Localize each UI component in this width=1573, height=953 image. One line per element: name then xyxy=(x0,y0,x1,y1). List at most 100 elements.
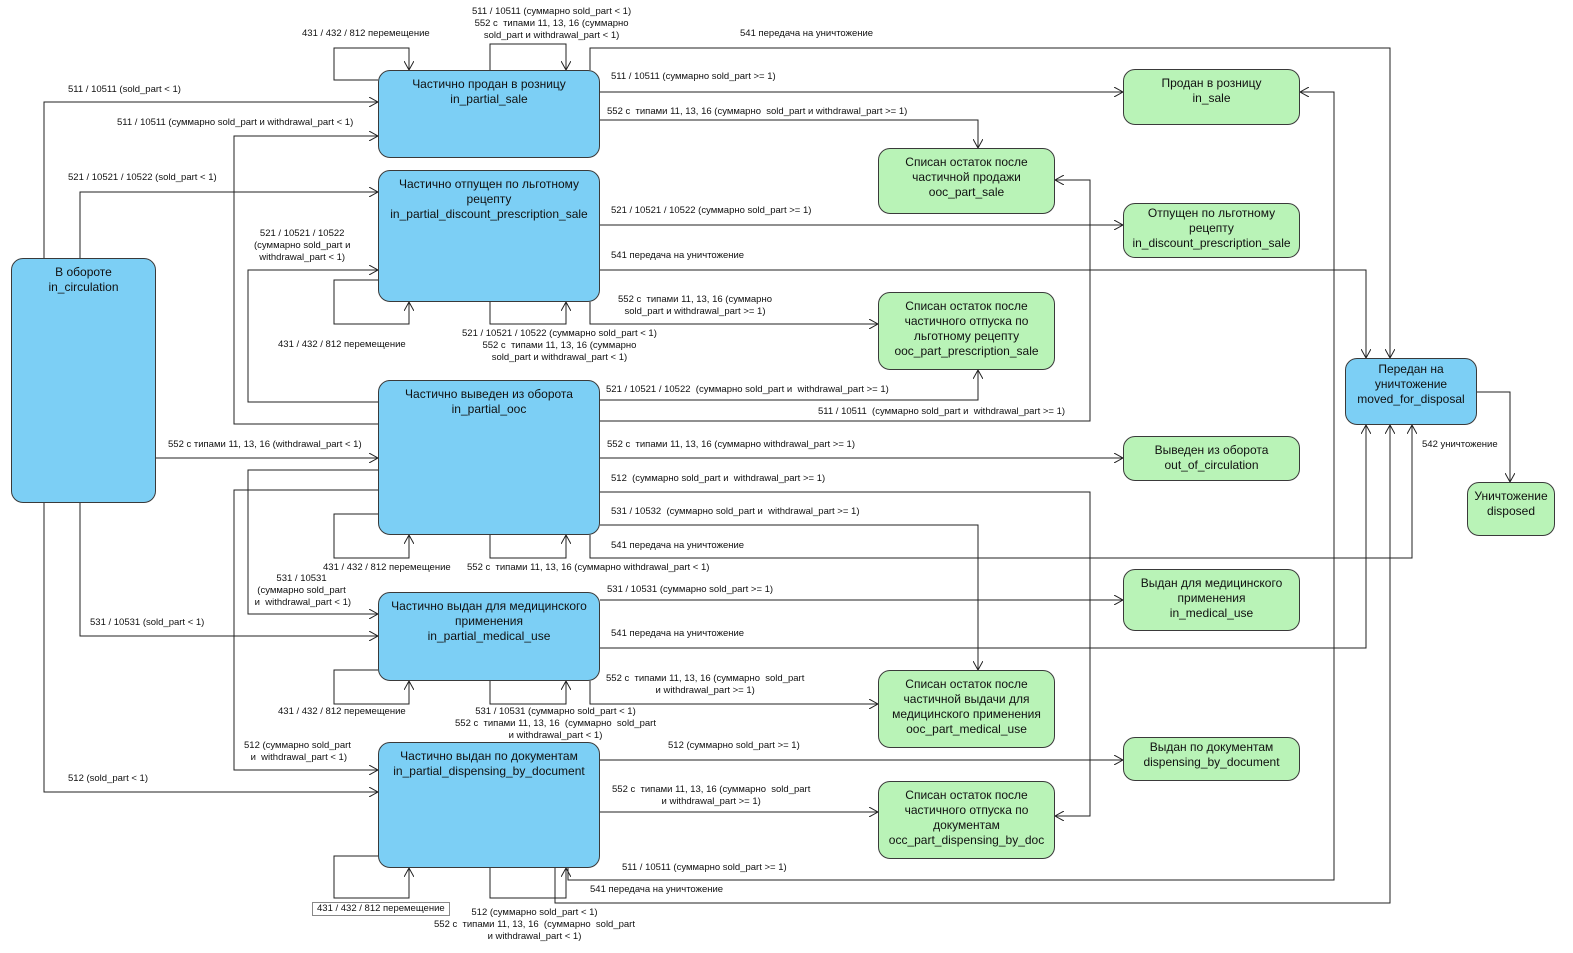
node-in-circulation: В обороте in_circulation xyxy=(11,258,156,503)
edge-label: 541 передача на уничтожение xyxy=(740,28,874,39)
edge-circ-to-partial-dispensing xyxy=(43,503,378,792)
node-title-3: документам xyxy=(933,818,1000,832)
edge-discount-to-ooc-part-prescription xyxy=(589,302,878,324)
node-title: Частично продан в розницу xyxy=(412,77,566,91)
edge-label: 531 / 10531 (суммарно sold_part >= 1) xyxy=(607,584,774,595)
node-in-partial-dispensing-by-document: Частично выдан по документам in_partial_… xyxy=(378,742,600,868)
edge-label: 431 / 432 / 812 перемещение xyxy=(302,28,430,39)
edge-ooc-to-disposal xyxy=(589,425,1412,559)
node-disposed: Уничтожение disposed xyxy=(1467,482,1555,536)
edge-label: 552 с типами 11, 13, 16 (суммарно sold_p… xyxy=(607,106,908,117)
node-in-discount-prescription-sale: Отпущен по льготному рецепту in_discount… xyxy=(1123,203,1300,258)
edge-label: 521 / 10521 / 10522 (суммарно sold_part … xyxy=(606,384,889,395)
edge-discount-self-521 xyxy=(489,302,566,325)
node-title-3: льготному рецепту xyxy=(913,329,1020,343)
node-title: Списан остаток после xyxy=(905,155,1028,169)
edge-label: 511 / 10511 (суммарно sold_part < 1) 552… xyxy=(472,6,632,41)
node-code: in_discount_prescription_sale xyxy=(1132,236,1291,250)
edge-label: 521 / 10521 / 10522 (sold_part < 1) xyxy=(68,172,217,183)
node-ooc-part-sale: Списан остаток после частичной продажи o… xyxy=(878,148,1055,214)
edge-label: 511 / 10511 (суммарно sold_part и withdr… xyxy=(117,117,354,128)
node-title: Выведен из оборота xyxy=(1154,443,1269,457)
node-title-2: применения xyxy=(1177,591,1246,605)
node-ooc-part-medical-use: Списан остаток после частичной выдачи дл… xyxy=(878,670,1055,748)
node-title: Выдан по документам xyxy=(1149,740,1274,754)
edge-label: 511 / 10511 (суммарно sold_part >= 1) xyxy=(622,862,787,873)
node-moved-for-disposal: Передан на уничтожение moved_for_disposa… xyxy=(1345,358,1477,425)
edge-label: 521 / 10521 / 10522 (суммарно sold_part … xyxy=(254,228,351,263)
edge-ooc-self-move xyxy=(333,513,409,559)
node-code: in_partial_dispensing_by_document xyxy=(393,764,585,778)
edge-ooc-to-ooc-part-medical xyxy=(600,524,978,670)
edge-label: 541 передача на уничтожение xyxy=(590,884,724,895)
node-title: Передан на xyxy=(1378,362,1444,376)
edge-label: 521 / 10521 / 10522 (суммарно sold_part … xyxy=(462,328,657,363)
edge-label: 512 (суммарно sold_part и withdrawal_par… xyxy=(611,473,826,484)
node-code: in_sale xyxy=(1192,91,1231,105)
edge-dispensing-self-move xyxy=(333,855,409,899)
edge-label: 552 с типами 11, 13, 16 (withdrawal_part… xyxy=(168,439,362,450)
edge-label: 431 / 432 / 812 перемещение xyxy=(278,339,406,350)
edge-discount-to-disposal xyxy=(600,269,1366,358)
node-code: in_medical_use xyxy=(1169,606,1254,620)
node-in-medical-use: Выдан для медицинского применения in_med… xyxy=(1123,569,1300,631)
node-dispensing-by-document: Выдан по документам dispensing_by_docume… xyxy=(1123,737,1300,781)
edge-label: 431 / 432 / 812 перемещение xyxy=(323,562,451,573)
edge-label: 542 уничтожение xyxy=(1422,439,1498,450)
edge-ooc-to-ooc-part-dispensing xyxy=(600,491,1091,816)
edge-ooc-to-partial-dispensing xyxy=(233,489,378,770)
node-code: in_partial_ooc xyxy=(451,402,527,416)
edge-sale-to-ooc-part-sale xyxy=(600,119,978,148)
edge-label: 531 / 10531 (sold_part < 1) xyxy=(90,617,205,628)
edge-label: 511 / 10511 (суммарно sold_part и withdr… xyxy=(818,406,1066,417)
edge-circ-to-partial-medical xyxy=(79,503,378,636)
edge-ooc-to-partial-medical xyxy=(247,469,378,614)
node-title: Выдан для медицинского xyxy=(1140,576,1283,590)
node-in-partial-medical-use: Частично выдан для медицинского применен… xyxy=(378,592,600,681)
edge-disposal-to-disposed xyxy=(1477,391,1510,482)
node-title-2: частичной выдачи для xyxy=(903,692,1030,706)
edge-circ-to-partial-sale xyxy=(43,102,378,258)
edge-label: 541 передача на уничтожение xyxy=(611,540,745,551)
edge-dispensing-to-disposal-541 xyxy=(554,425,1390,904)
node-title: Частично выдан по документам xyxy=(400,749,578,763)
edge-label: 431 / 432 / 812 перемещение xyxy=(312,902,450,916)
node-title-2: частичной продажи xyxy=(912,170,1021,184)
node-in-partial-sale: Частично продан в розницу in_partial_sal… xyxy=(378,70,600,158)
node-code: dispensing_by_document xyxy=(1143,755,1280,769)
node-title-2: частичного отпуска по xyxy=(904,803,1029,817)
node-title-2: рецепту xyxy=(466,192,512,206)
edge-medical-to-ooc-part-medical xyxy=(589,681,878,704)
edge-label: 511 / 10511 (суммарно sold_part >= 1) xyxy=(611,71,776,82)
node-code: disposed xyxy=(1486,504,1536,518)
node-title-2: уничтожение xyxy=(1374,377,1448,391)
node-code: in_partial_discount_prescription_sale xyxy=(390,207,588,221)
node-code: ooc_part_prescription_sale xyxy=(894,344,1039,358)
node-title: Списан остаток после xyxy=(905,788,1028,802)
edge-label: 512 (sold_part < 1) xyxy=(68,773,149,784)
edge-medical-self-531 xyxy=(489,681,566,705)
edge-ooc-self-552 xyxy=(489,535,566,559)
node-title: Уничтожение xyxy=(1474,489,1548,503)
node-title: Списан остаток после xyxy=(905,299,1028,313)
edge-ooc-to-ooc-part-sale xyxy=(600,180,1091,422)
node-title-2: рецепту xyxy=(1189,221,1234,235)
edge-label: 512 (суммарно sold_part < 1) 552 с типам… xyxy=(434,907,635,942)
node-title: Частично выведен из оборота xyxy=(405,387,573,401)
edge-label: 552 с типами 11, 13, 16 (суммарно sold_p… xyxy=(612,784,811,807)
edge-sale-to-disposal xyxy=(589,47,1390,358)
node-code: occ_part_dispensing_by_doc xyxy=(888,833,1045,847)
edge-label: 541 передача на уничтожение xyxy=(611,628,745,639)
node-code: ooc_part_sale xyxy=(928,185,1005,199)
edge-label: 531 / 10532 (суммарно sold_part и withdr… xyxy=(611,506,860,517)
edge-label: 531 / 10531 (суммарно sold_part и withdr… xyxy=(254,573,352,608)
edge-sale-self-move xyxy=(333,47,409,81)
node-title-2: применения xyxy=(455,614,523,628)
node-title: Продан в розницу xyxy=(1161,76,1262,90)
edge-label: 521 / 10521 / 10522 (суммарно sold_part … xyxy=(611,205,812,216)
edge-dispensing-self-512 xyxy=(489,868,566,899)
edge-label: 552 с типами 11, 13, 16 (суммарно withdr… xyxy=(467,562,710,573)
edge-label: 431 / 432 / 812 перемещение xyxy=(278,706,406,717)
node-occ-part-dispensing-by-doc: Списан остаток после частичного отпуска … xyxy=(878,781,1055,859)
node-title: Частично отпущен по льготному xyxy=(399,177,579,191)
